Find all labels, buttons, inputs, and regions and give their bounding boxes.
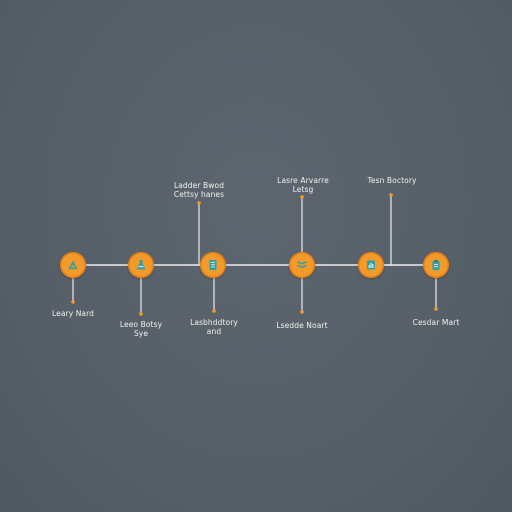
node-4-label-top-line-2: Letsg [292, 185, 314, 194]
connector-dot-6 [434, 307, 438, 311]
node-3-label-top-line-2: Cettsy hanes [173, 190, 225, 199]
node-1-label: Leary Nard [52, 309, 94, 318]
connector-dot-4-up [300, 195, 304, 199]
connector-dot-3-down [212, 309, 216, 313]
node-4-label-bottom: Lsedde Noart [276, 321, 327, 330]
node-2-label-line-1: Leeo Botsy [119, 320, 163, 329]
clipboard-icon [432, 260, 440, 270]
document-icon [209, 260, 217, 270]
chart-icon [367, 260, 375, 270]
flask-icon [136, 260, 146, 270]
connector-dot-2 [139, 312, 143, 316]
node-3-label-bottom-line-2: and [206, 327, 222, 336]
triangle-icon [68, 260, 78, 269]
connector-dot-3-up [197, 201, 201, 205]
timeline-node-5[interactable] [358, 252, 384, 278]
node-5-label: Tesn Boctory [367, 176, 416, 185]
connector-5-up [383, 195, 392, 266]
waves-icon [297, 261, 307, 268]
timeline-node-3[interactable] [200, 252, 226, 278]
node-3-label-top: Ladder Bwod Cettsy hanes [174, 181, 224, 199]
node-4-label-top: Lasre Arvarre Letsg [277, 176, 329, 194]
node-2-label-line-2: Sye [133, 329, 149, 338]
node-3-label-bottom-line-1: Lasbhddtory [190, 318, 238, 327]
timeline-node-1[interactable] [60, 252, 86, 278]
connector-dot-4-down [300, 310, 304, 314]
node-5-label-line-1: Tesn Boctory [367, 176, 417, 185]
node-2-label: Leeo Botsy Sye [120, 320, 162, 338]
node-3-label-top-line-1: Ladder Bwod [173, 181, 225, 190]
node-4-label-top-line-1: Lasre Arvarre [277, 176, 329, 185]
timeline-node-6[interactable] [423, 252, 449, 278]
node-6-label-line-1: Cesdar Mart [412, 318, 460, 327]
node-4-label-bottom-line-1: Lsedde Noart [276, 321, 328, 330]
timeline-node-4[interactable] [289, 252, 315, 278]
connector-dot-1 [71, 300, 75, 304]
timeline-node-2[interactable] [128, 252, 154, 278]
node-3-label-bottom: Lasbhddtory and [190, 318, 238, 336]
node-1-label-line-1: Leary Nard [51, 309, 95, 318]
connector-dot-5-up [389, 193, 393, 197]
node-6-label: Cesdar Mart [413, 318, 460, 327]
